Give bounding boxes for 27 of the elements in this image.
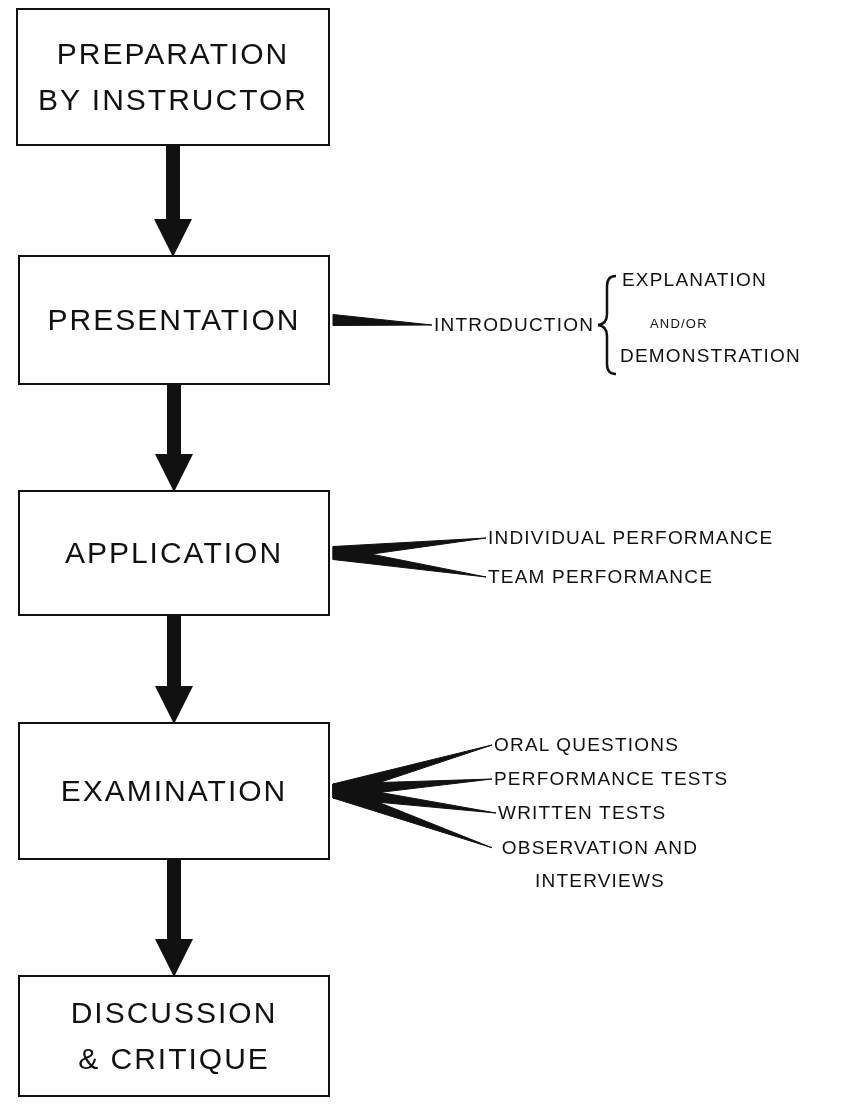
step-box bbox=[18, 722, 330, 860]
item-text: INTRODUCTION bbox=[434, 308, 595, 342]
item-text: TEAM PERFORMANCE bbox=[488, 560, 714, 594]
flow-arrow bbox=[155, 616, 193, 724]
item-text: PERFORMANCE TESTS bbox=[494, 762, 729, 796]
flow-arrow bbox=[155, 385, 193, 492]
brace-text: AND/OR bbox=[650, 315, 708, 331]
item-text: OBSERVATION AND INTERVIEWS bbox=[494, 830, 706, 898]
step-text: PREPARATION BY INSTRUCTOR bbox=[37, 35, 309, 118]
brace-text: DEMONSTRATION bbox=[620, 345, 801, 367]
item-text: INDIVIDUAL PERFORMANCE bbox=[488, 521, 774, 555]
step-text: EXAMINATION bbox=[60, 772, 288, 809]
flow-arrow bbox=[155, 860, 193, 977]
item-text: ORAL QUESTIONS bbox=[494, 728, 680, 762]
step-text: APPLICATION bbox=[64, 534, 284, 571]
step-box bbox=[18, 490, 330, 616]
tapered-line bbox=[332, 546, 487, 578]
tapered-line bbox=[332, 314, 433, 326]
tapered-line bbox=[332, 783, 493, 849]
flow-arrow bbox=[154, 146, 192, 257]
brace-text: EXPLANATION bbox=[622, 269, 767, 291]
step-text: DISCUSSION & CRITIQUE bbox=[69, 994, 279, 1077]
step-box bbox=[18, 975, 330, 1097]
step-text: PRESENTATION bbox=[47, 301, 301, 338]
step-box bbox=[18, 255, 330, 385]
item-text: WRITTEN TESTS bbox=[498, 796, 667, 830]
step-box bbox=[16, 8, 330, 146]
